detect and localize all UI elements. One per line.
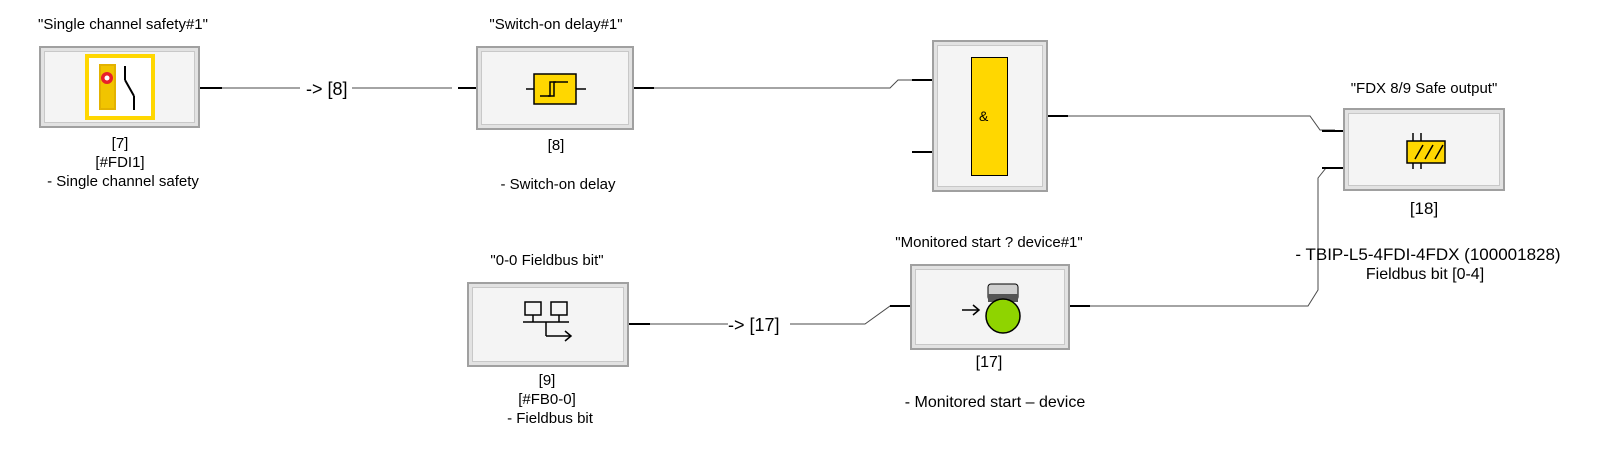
and-gate-icon: [971, 57, 1008, 176]
connection-label-17[interactable]: -> [17]: [728, 315, 780, 335]
safety-light-curtain-switch-icon: [85, 54, 155, 120]
block-title-single-channel: "Single channel safety#1": [38, 16, 208, 33]
block-id-fieldbus-bit: [9]: [538, 372, 556, 389]
block-desc-fdx-output: - TBIP-L5-4FDI-4FDX (100001828): [1295, 245, 1561, 264]
block-switch-on-delay[interactable]: [476, 46, 634, 130]
block-title-switch-on-delay: "Switch-on delay#1": [489, 16, 623, 33]
block-monitored-start[interactable]: [910, 264, 1070, 350]
wire-label17-to-start[interactable]: [790, 305, 903, 325]
wire-start-to-fdx[interactable]: [1090, 167, 1340, 307]
block-desc-fieldbus-bit: - Fieldbus bit: [507, 410, 593, 427]
block-desc-switch-on-delay: - Switch-on delay: [500, 176, 616, 193]
block-desc2-fdx-output: Fieldbus bit [0-4]: [1365, 266, 1485, 283]
block-ref-single-channel: [#FDI1]: [95, 154, 145, 171]
wire-and-to-fdx[interactable]: [1048, 115, 1335, 131]
safe-output-icon: [1406, 133, 1446, 169]
block-id-single-channel: [7]: [111, 135, 129, 152]
connection-label-8[interactable]: -> [8]: [306, 79, 348, 99]
switch-on-delay-icon: [526, 73, 586, 105]
block-id-switch-on-delay: [8]: [547, 137, 565, 154]
block-and-gate[interactable]: &: [932, 40, 1048, 192]
and-gate-symbol: &: [979, 108, 989, 124]
block-title-fieldbus-bit: "0-0 Fieldbus bit": [490, 252, 604, 269]
monitored-start-button-icon: [962, 283, 1021, 334]
block-fieldbus-bit[interactable]: [467, 282, 629, 367]
block-id-fdx-output: [18]: [1409, 199, 1439, 218]
block-ref-fieldbus-bit: [#FB0-0]: [518, 391, 576, 408]
block-title-monitored-start: "Monitored start ? device#1": [895, 234, 1083, 251]
block-fdx-safe-output[interactable]: [1343, 108, 1505, 191]
block-single-channel-safety[interactable]: [39, 46, 200, 128]
block-desc-single-channel: - Single channel safety: [47, 173, 199, 190]
wire-delay-to-and[interactable]: [652, 79, 915, 89]
block-desc-monitored-start: - Monitored start – device: [904, 394, 1086, 411]
block-id-monitored-start: [17]: [975, 354, 1003, 371]
block-title-fdx-output: "FDX 8/9 Safe output": [1350, 80, 1498, 97]
fieldbus-network-icon: [523, 301, 573, 342]
